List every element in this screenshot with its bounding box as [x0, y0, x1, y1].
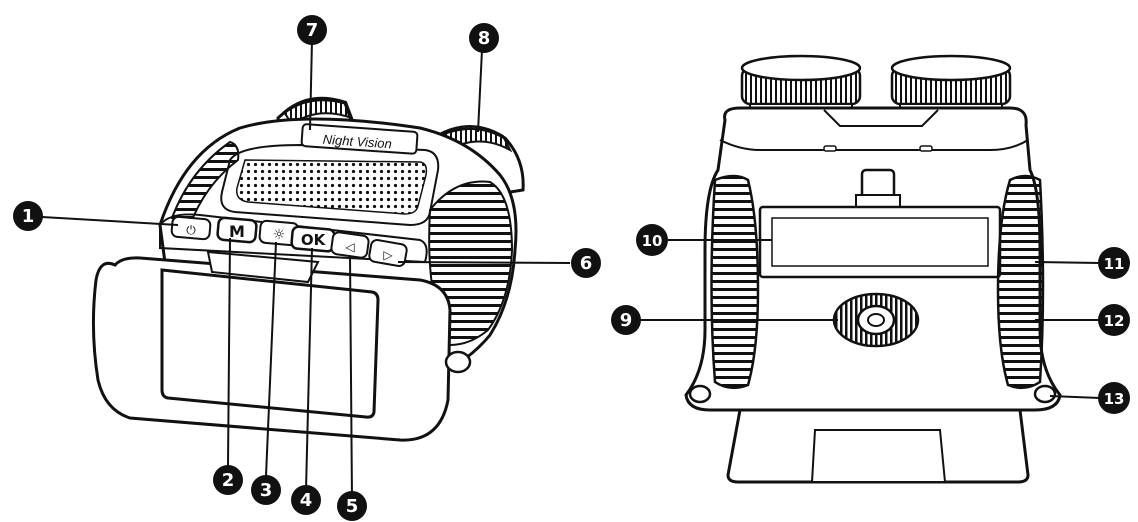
leader-8	[477, 49, 483, 133]
front-top-panel	[220, 143, 440, 227]
back-connector-base	[855, 194, 901, 208]
leader-13	[1049, 395, 1101, 399]
callout-13: 13	[1098, 382, 1130, 414]
callout-9-number: 9	[620, 310, 633, 331]
callout-10: 10	[636, 224, 668, 256]
right-arrow-icon: ▷	[383, 248, 393, 262]
callout-8-number: 8	[478, 28, 491, 49]
back-left-grip	[710, 174, 760, 390]
callout-8: 8	[469, 23, 499, 53]
callout-2: 2	[213, 465, 243, 495]
callout-3-number: 3	[260, 480, 273, 501]
callout-13-number: 13	[1104, 390, 1125, 408]
callout-4: 4	[291, 485, 321, 515]
callout-12: 12	[1098, 304, 1130, 336]
back-lanyard-left	[688, 384, 712, 404]
left-arrow-button[interactable]: ◁	[330, 231, 370, 259]
front-view-device: Night Vision ⏻ M ☼ OK ◁ ▷	[91, 96, 525, 442]
right-arrow-button[interactable]: ▷	[368, 238, 408, 268]
back-right-grip	[996, 174, 1045, 390]
leader-6	[397, 261, 571, 264]
power-button[interactable]: ⏻	[170, 215, 212, 241]
leader-7	[309, 39, 313, 131]
callout-6: 6	[571, 248, 601, 278]
back-view-device	[684, 54, 1062, 484]
leader-4	[305, 247, 313, 491]
callout-11-number: 11	[1104, 255, 1125, 273]
callout-4-number: 4	[300, 490, 313, 511]
callout-9: 9	[611, 305, 641, 335]
front-hood-notch	[206, 250, 320, 284]
leader-11	[1034, 261, 1101, 264]
mode-button[interactable]: M	[216, 216, 258, 244]
brightness-icon: ☼	[273, 227, 286, 243]
leader-2	[227, 237, 231, 467]
leader-1	[41, 216, 179, 226]
callout-11: 11	[1098, 247, 1130, 279]
button-strip	[159, 213, 428, 264]
callout-7-number: 7	[306, 20, 319, 41]
callout-3: 3	[251, 475, 281, 505]
back-top-ridge	[823, 109, 939, 127]
callout-6-number: 6	[580, 253, 593, 274]
front-lanyard-loop	[444, 350, 472, 374]
callout-5-number: 5	[346, 496, 359, 517]
night-vision-label: Night Vision	[322, 132, 392, 152]
ok-button[interactable]: OK	[290, 225, 336, 253]
front-display-window	[160, 268, 380, 419]
back-connector-tab	[860, 168, 896, 200]
front-grill	[235, 159, 428, 215]
back-screen-notch	[810, 429, 947, 483]
back-lanyard-right	[1033, 384, 1057, 404]
leader-3	[265, 241, 277, 477]
callout-7: 7	[297, 15, 327, 45]
left-arrow-icon: ◁	[344, 240, 354, 254]
leader-5	[349, 255, 353, 501]
back-slot-left	[823, 145, 837, 152]
ok-button-label: OK	[301, 231, 327, 249]
brightness-button[interactable]: ☼	[258, 219, 300, 247]
battery-compartment-inner	[771, 217, 989, 267]
callout-2-number: 2	[222, 470, 235, 491]
front-left-grip	[170, 140, 240, 227]
tripod-socket	[832, 292, 920, 348]
back-slot-right	[919, 145, 933, 152]
power-icon: ⏻	[186, 223, 196, 237]
callout-1-number: 1	[22, 206, 35, 227]
back-left-knob	[740, 54, 862, 115]
callout-12-number: 12	[1104, 312, 1125, 330]
back-leader-lines	[640, 239, 1101, 399]
night-vision-plate	[300, 123, 419, 155]
callout-5: 5	[337, 491, 367, 521]
callout-1: 1	[13, 201, 43, 231]
back-shoulder-line	[719, 139, 1029, 151]
mode-button-label: M	[229, 222, 245, 241]
callout-10-number: 10	[642, 232, 663, 250]
front-leader-lines	[41, 39, 571, 501]
back-right-knob	[890, 54, 1012, 115]
